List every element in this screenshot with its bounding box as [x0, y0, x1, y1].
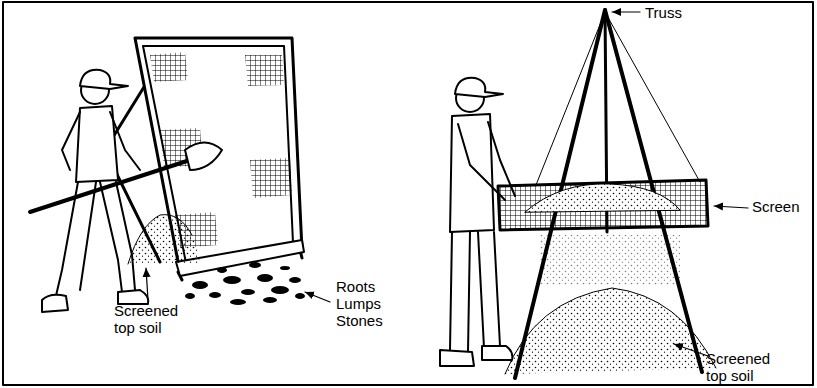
part-label: Truss — [645, 4, 705, 21]
worker-shoveling — [30, 70, 222, 312]
frame-border — [3, 2, 813, 385]
rocks-pile — [185, 262, 305, 305]
leader-lines — [146, 12, 748, 356]
leaning-screen — [105, 38, 304, 280]
worker-sieving — [440, 78, 515, 366]
part-label: Roots Lumps Stones — [336, 278, 392, 329]
part-label: Screen — [752, 198, 812, 215]
hanging-screen — [498, 180, 708, 230]
part-label: Screened top soil — [114, 302, 184, 336]
part-label: Screened top soil — [706, 350, 776, 384]
soil-pile — [505, 288, 716, 374]
soil-pile — [128, 215, 200, 264]
